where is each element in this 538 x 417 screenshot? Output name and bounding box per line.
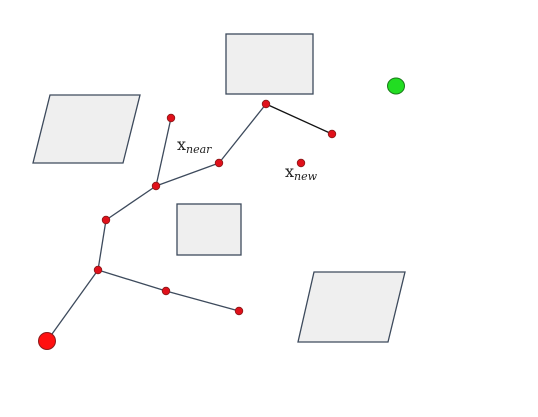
tree-node-extended bbox=[327, 129, 337, 139]
goal-node bbox=[387, 77, 405, 95]
tree-node bbox=[101, 215, 111, 225]
tree-node bbox=[161, 286, 171, 296]
tree-node bbox=[151, 181, 161, 191]
tree-edge bbox=[155, 162, 220, 187]
label-x-new: xnew bbox=[285, 162, 318, 183]
tree-edge bbox=[155, 117, 172, 187]
obstacle-rect-top bbox=[225, 33, 314, 95]
tree-edge bbox=[165, 290, 240, 312]
tree-edge bbox=[97, 269, 167, 292]
obstacle-parallelogram-top-left bbox=[32, 94, 141, 164]
tree-edge bbox=[46, 269, 99, 342]
obstacle-parallelogram-bottom-right bbox=[297, 271, 406, 343]
tree-edge bbox=[97, 219, 107, 271]
obstacles bbox=[32, 33, 406, 343]
sample-node-new bbox=[296, 158, 306, 168]
label-x-near-main: x bbox=[177, 135, 186, 154]
label-x-new-sub: new bbox=[294, 170, 318, 183]
tree-nodes bbox=[93, 99, 337, 316]
tree-node bbox=[166, 113, 176, 123]
label-x-new-main: x bbox=[285, 162, 294, 181]
tree-node bbox=[234, 306, 244, 316]
tree-edges bbox=[46, 103, 333, 342]
tree-node bbox=[93, 265, 103, 275]
tree-node-near bbox=[214, 158, 224, 168]
start-node bbox=[38, 332, 56, 350]
tree-edge bbox=[218, 103, 267, 164]
tree-edge bbox=[105, 185, 157, 221]
tree-node bbox=[261, 99, 271, 109]
obstacle-rect-center bbox=[176, 203, 242, 256]
label-x-near: xnear bbox=[177, 135, 212, 156]
new-edge bbox=[265, 103, 333, 135]
label-x-near-sub: near bbox=[186, 143, 212, 156]
